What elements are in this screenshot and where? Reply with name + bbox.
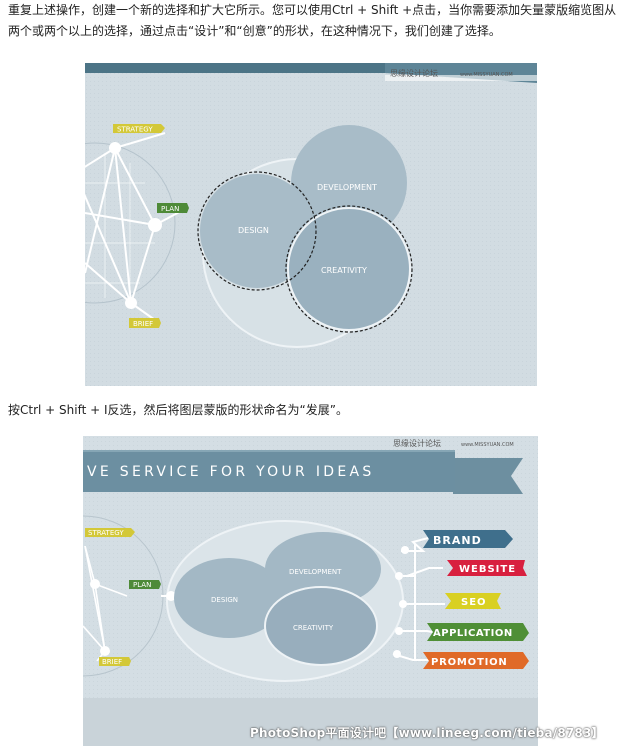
figure-1-artwork: 思缘设计论坛 www.MISSYUAN.COM xyxy=(85,63,537,386)
paragraph-2: 按Ctrl + Shift + I反选，然后将图层蒙版的形状命名为“发展”。 xyxy=(8,403,348,417)
figure-2-bottom-band xyxy=(83,698,538,746)
figure-1-top-fold xyxy=(385,75,537,81)
watermark: PhotoShop平面设计吧【www.lineeg.com/tieba/8783… xyxy=(250,726,604,740)
svg-text:STRATEGY: STRATEGY xyxy=(88,529,124,537)
figure-2-label-development: DEVELOPMENT xyxy=(289,568,342,576)
figure-2-ribbon-website: WEBSITE xyxy=(447,560,527,576)
svg-text:BRAND: BRAND xyxy=(433,534,482,547)
figure-1-label-creativity: CREATIVITY xyxy=(321,266,367,275)
figure-1-label-development: DEVELOPMENT xyxy=(317,183,377,192)
figure-1-circle-creativity xyxy=(287,207,411,331)
svg-text:PLAN: PLAN xyxy=(161,205,179,213)
figure-1-node-top xyxy=(109,142,121,154)
figure-2-label-design: DESIGN xyxy=(211,596,238,604)
figure-2-circle-development xyxy=(265,532,381,606)
svg-text:BRIEF: BRIEF xyxy=(102,658,122,666)
figure-2-screenshot: 思缘设计论坛 www.MISSYUAN.COM VE SERVICE FOR Y… xyxy=(83,436,538,746)
svg-text:WEBSITE: WEBSITE xyxy=(459,564,516,575)
svg-text:PROMOTION: PROMOTION xyxy=(431,657,508,668)
figure-1-site-url: www.MISSYUAN.COM xyxy=(460,72,513,78)
figure-2-node-r4 xyxy=(395,627,403,635)
figure-2-node-r1 xyxy=(401,546,409,554)
figure-2-banner-text: VE SERVICE FOR YOUR IDEAS xyxy=(87,464,375,480)
figure-2-ribbon-seo: SEO xyxy=(445,593,501,609)
figure-1-node-mid xyxy=(148,218,162,232)
figure-1-top-banner xyxy=(85,63,385,73)
figure-2-banner: VE SERVICE FOR YOUR IDEAS xyxy=(83,450,523,494)
figure-1-circle-design xyxy=(200,174,314,288)
figure-1-network-lines xyxy=(85,132,186,321)
figure-1-sphere xyxy=(85,142,176,304)
paragraph-1: 重复上述操作，创建一个新的选择和扩大它所示。您可以使用Ctrl + Shift … xyxy=(8,3,617,38)
figure-2-circle-creativity xyxy=(264,586,378,666)
figure-1-circle-development xyxy=(291,125,407,241)
figure-2-circle-design xyxy=(174,558,284,638)
figure-2-site-caption: 思缘设计论坛 xyxy=(393,438,441,448)
figure-1-screenshot: 思缘设计论坛 www.MISSYUAN.COM xyxy=(85,63,537,386)
figure-1-label-design: DESIGN xyxy=(238,226,269,235)
figure-2-ribbon-brand: BRAND xyxy=(423,530,513,548)
svg-text:BRIEF: BRIEF xyxy=(133,320,153,328)
figure-1-site-caption: 思缘设计论坛 xyxy=(390,68,438,78)
figure-2-ribbon-connectors xyxy=(392,537,445,661)
figure-2-site-url: www.MISSYUAN.COM xyxy=(461,442,514,448)
figure-2-tag-strategy: STRATEGY xyxy=(85,528,135,537)
figure-2-label-creativity: CREATIVITY xyxy=(293,624,334,632)
figure-1-tag-plan: PLAN xyxy=(157,203,189,213)
figure-2-node-mid xyxy=(90,579,100,589)
figure-1-tag-brief: BRIEF xyxy=(129,318,161,328)
figure-2-node-r2 xyxy=(395,572,403,580)
figure-2-tag-plan: PLAN xyxy=(129,580,161,589)
figure-2-ribbon-promotion: PROMOTION xyxy=(423,652,529,669)
svg-text:APPLICATION: APPLICATION xyxy=(433,628,513,639)
svg-text:STRATEGY: STRATEGY xyxy=(117,126,153,134)
figure-1-sphere-grid xyxy=(85,153,155,298)
svg-text:SEO: SEO xyxy=(461,597,487,608)
figure-2-tag-brief: BRIEF xyxy=(99,657,131,666)
svg-text:PLAN: PLAN xyxy=(133,581,151,589)
figure-2-node-left xyxy=(166,591,176,601)
figure-1-selection-creativity xyxy=(285,205,413,333)
figure-1-selection-design xyxy=(197,171,317,291)
figure-2-artwork: 思缘设计论坛 www.MISSYUAN.COM VE SERVICE FOR Y… xyxy=(83,436,538,746)
figure-2-ribbon-application: APPLICATION xyxy=(427,623,529,641)
figure-2-node-r3 xyxy=(399,600,407,608)
figure-1-node-bottom xyxy=(125,297,137,309)
figure-2-node-r5 xyxy=(393,650,401,658)
figure-1-tag-strategy: STRATEGY xyxy=(113,124,165,134)
figure-2-node-bottom xyxy=(100,646,110,656)
